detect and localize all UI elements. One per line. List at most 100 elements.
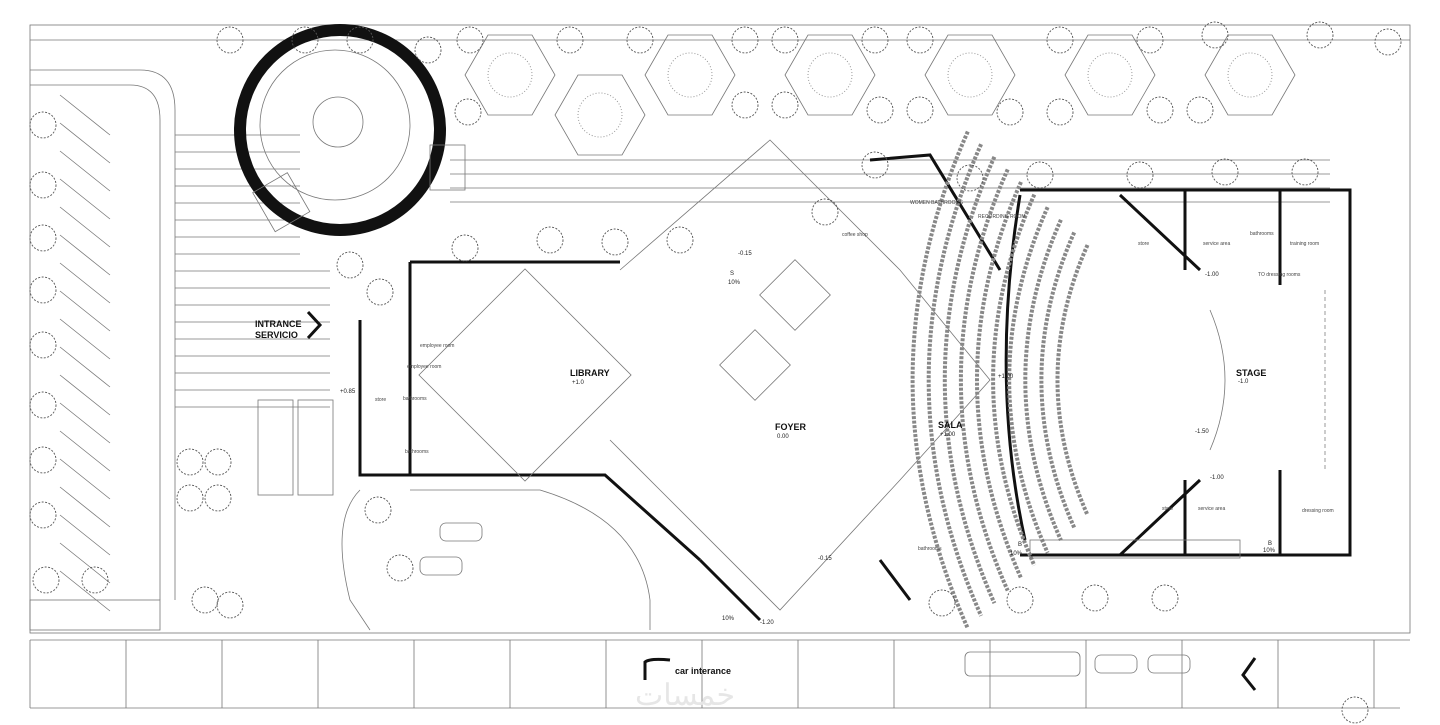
stage-label: STAGE	[1236, 368, 1266, 378]
tree-icon	[1126, 161, 1154, 189]
tree-icon	[928, 589, 956, 617]
level-label: -0.15	[818, 556, 832, 562]
entrance-arrow-icon	[306, 310, 323, 340]
radial-plant-icon	[667, 52, 713, 98]
parking-stall	[59, 346, 111, 388]
parking-stall	[59, 206, 111, 248]
library-label: LIBRARY	[570, 368, 610, 378]
tree-icon	[1046, 26, 1074, 54]
parking-stall	[59, 570, 111, 612]
hex-planter	[464, 34, 556, 116]
seat-row	[1007, 206, 1050, 554]
tree-icon	[666, 226, 694, 254]
tree-icon	[1146, 96, 1174, 124]
level-label: +1.00	[998, 374, 1014, 380]
hex-gardens	[464, 34, 1296, 156]
radial-plant-icon	[577, 92, 623, 138]
parking-stall	[59, 290, 111, 332]
tree-icon	[1186, 96, 1214, 124]
tree-icon	[216, 26, 244, 54]
tree-icon	[204, 448, 232, 476]
tree-icon	[626, 26, 654, 54]
hex-planter	[554, 74, 646, 156]
tree-icon	[996, 98, 1024, 126]
tree-icon	[771, 26, 799, 54]
stair-mark: S	[730, 271, 734, 277]
tree-icon	[81, 566, 109, 594]
car-icon	[419, 556, 463, 576]
parking-stall	[59, 150, 111, 192]
seat-row	[1039, 231, 1077, 529]
parking-stall	[59, 318, 111, 360]
tree-icon	[29, 111, 57, 139]
seat-row	[926, 143, 983, 617]
parking-stall	[59, 430, 111, 472]
tree-icon	[861, 26, 889, 54]
room-label: store	[1162, 506, 1173, 512]
tree-icon	[1291, 158, 1319, 186]
room-label: WOMEN BATHROOMS	[910, 200, 964, 206]
tree-icon	[29, 446, 57, 474]
tree-icon	[176, 484, 204, 512]
radial-plant-icon	[487, 52, 533, 98]
parking-stall	[59, 178, 111, 220]
room-label: TO dressing rooms	[1258, 272, 1301, 278]
parking-stall	[59, 234, 111, 276]
level-label: 10%	[1263, 548, 1276, 554]
foyer-label: FOYER	[775, 422, 807, 432]
tree-icon	[1151, 584, 1179, 612]
parking-lot	[257, 310, 1257, 691]
tree-icon	[1201, 21, 1229, 49]
radial-plant-icon	[947, 52, 993, 98]
room-label: store	[375, 397, 386, 403]
level-label: 10%	[1010, 551, 1023, 557]
tree-icon	[454, 98, 482, 126]
tree-icon	[811, 198, 839, 226]
parking-stall	[59, 94, 111, 136]
parking-stall	[59, 458, 111, 500]
seat-row	[991, 193, 1037, 567]
tree-icon	[556, 26, 584, 54]
car-icon	[1147, 654, 1191, 674]
tree-icon	[1081, 584, 1109, 612]
tree-icon	[731, 26, 759, 54]
direction-arrow-icon	[1241, 657, 1257, 691]
hex-planter	[924, 34, 1016, 116]
seat-row	[1023, 218, 1063, 542]
tree-icon	[536, 226, 564, 254]
seat-row	[975, 181, 1023, 579]
tree-icon	[1211, 158, 1239, 186]
hex-planter	[644, 34, 736, 116]
tree-icon	[866, 96, 894, 124]
tree-icon	[346, 26, 374, 54]
parking-stall	[59, 402, 111, 444]
room-label: employee room	[420, 343, 454, 349]
tree-icon	[386, 554, 414, 582]
tree-icon	[601, 228, 629, 256]
level-label: -1.00	[1210, 475, 1224, 481]
entrance-label: INTRANCE	[255, 319, 302, 329]
room-label: store	[1138, 241, 1149, 247]
level-label: -1.20	[760, 620, 774, 626]
tree-icon	[1046, 98, 1074, 126]
ramp-mark: B	[1018, 542, 1022, 548]
servicio-label: SERVICIO	[255, 330, 298, 340]
tree-icon	[771, 91, 799, 119]
parking-left	[29, 69, 176, 631]
room-label: bathrooms	[1250, 231, 1274, 237]
room-label: bathrooms	[403, 396, 427, 402]
tree-icon	[1006, 586, 1034, 614]
radial-plant-icon	[1227, 52, 1273, 98]
street	[29, 639, 1410, 709]
hex-planter	[1064, 34, 1156, 116]
site-boundary	[29, 24, 1411, 634]
tree-icon	[29, 501, 57, 529]
foyer	[609, 139, 1002, 622]
watermark-logo: خمسات	[635, 679, 735, 712]
tree-icon	[216, 591, 244, 619]
tree-icon	[29, 276, 57, 304]
seat-row	[942, 155, 997, 605]
tree-icon	[204, 484, 232, 512]
room-label: coffee shop	[842, 232, 868, 238]
